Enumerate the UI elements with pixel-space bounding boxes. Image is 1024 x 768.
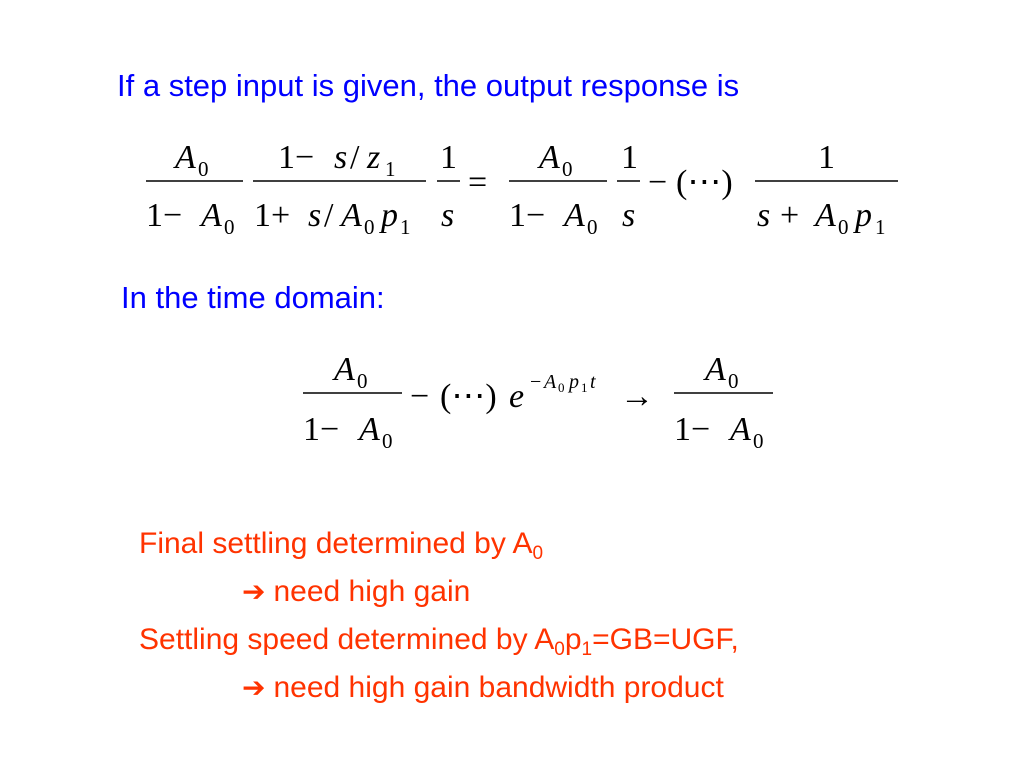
math-symbol: z (366, 139, 380, 176)
time-domain-equation: A 0 1− A 0 − (⋯) e − A 0 p 1 t → A 0 1− … (303, 351, 773, 453)
math-symbol: 1− (303, 411, 339, 448)
math-symbol: 1 (621, 139, 638, 176)
minus-sign: − (410, 378, 429, 415)
math-subscript: 0 (224, 215, 235, 239)
eq1-frac-gain: A 0 1− A 0 (146, 139, 243, 239)
math-symbol: / (324, 197, 334, 234)
note-subscript: 1 (581, 639, 593, 660)
intro-heading: If a step input is given, the output res… (117, 68, 740, 103)
ellipsis-term: (⋯) (676, 164, 733, 201)
math-symbol: + (780, 197, 799, 234)
math-symbol: 1− (509, 197, 545, 234)
note-text: need high gain (273, 575, 471, 608)
minus-sign: − (648, 164, 667, 201)
math-symbol: p (853, 197, 872, 234)
exponent-subscript: 0 (558, 380, 565, 395)
math-symbol: s (622, 197, 635, 234)
ellipsis-term: (⋯) (440, 378, 497, 415)
math-symbol: A (562, 197, 585, 234)
math-symbol: s (334, 139, 347, 176)
note-text: Final settling determined by A (139, 527, 533, 560)
math-symbol: A (813, 197, 836, 234)
math-symbol: 1− (674, 411, 710, 448)
math-symbol: A (728, 411, 751, 448)
note-text: =GB=UGF, (592, 623, 739, 656)
math-subscript: 0 (838, 215, 849, 239)
math-subscript: 0 (587, 215, 598, 239)
eq1-frac-step: 1 s (437, 139, 460, 234)
equals-sign: = (468, 164, 487, 201)
note-text: Settling speed determined by A (139, 623, 555, 656)
math-symbol: 1− (146, 197, 182, 234)
eq1-frac-pole: 1 s + A 0 p 1 (755, 139, 898, 239)
note-subscript: 0 (532, 543, 544, 564)
math-symbol: A (703, 351, 726, 388)
math-symbol: p (379, 197, 398, 234)
eq1-frac-zero-pole: 1− s / z 1 1+ s / A 0 p 1 (253, 139, 426, 239)
note-subscript: 0 (554, 639, 565, 660)
note-text: need high gain bandwidth product (273, 671, 724, 704)
math-symbol: A (199, 197, 222, 234)
math-subscript: 0 (562, 157, 573, 181)
math-subscript: 0 (364, 215, 375, 239)
math-symbol: 1+ (254, 197, 290, 234)
math-symbol: s (757, 197, 770, 234)
math-subscript: 1 (385, 157, 396, 181)
math-symbol: A (332, 351, 355, 388)
right-arrow-icon: ➔ (242, 575, 266, 608)
exponent-symbol: A (542, 371, 557, 393)
math-subscript: 1 (400, 215, 411, 239)
time-domain-heading: In the time domain: (121, 280, 385, 315)
eq1-frac-step-2: 1 s (617, 139, 640, 234)
exponent-symbol: − (530, 371, 541, 393)
math-symbol: A (357, 411, 380, 448)
math-symbol: 1− (278, 139, 314, 176)
eq1-frac-gain-2: A 0 1− A 0 (509, 139, 607, 239)
math-subscript: 1 (875, 215, 886, 239)
exponent-subscript: 1 (581, 380, 588, 395)
math-symbol: A (173, 139, 196, 176)
note-settling-speed: Settling speed determined by A0p1=GB=UGF… (139, 616, 739, 664)
math-symbol: A (339, 197, 362, 234)
note-need-high-gain: ➔need high gain (139, 568, 739, 616)
math-subscript: 0 (728, 369, 739, 393)
math-symbol: s (308, 197, 321, 234)
exponent-symbol: p (567, 371, 579, 393)
math-subscript: 0 (753, 429, 764, 453)
math-symbol: e (509, 378, 524, 415)
exponent-symbol: t (590, 371, 596, 393)
math-symbol: s (441, 197, 454, 234)
right-arrow-icon: ➔ (242, 671, 266, 704)
math-subscript: 0 (357, 369, 368, 393)
arrow-symbol: → (620, 378, 654, 415)
note-final-settling: Final settling determined by A0 (139, 520, 739, 568)
math-subscript: 0 (198, 157, 209, 181)
math-symbol: 1 (818, 139, 835, 176)
math-symbol: 1 (440, 139, 457, 176)
math-symbol: A (537, 139, 560, 176)
settling-notes: Final settling determined by A0 ➔need hi… (139, 520, 739, 712)
note-text: p (564, 623, 582, 656)
note-need-gbw: ➔need high gain bandwidth product (139, 664, 739, 712)
math-symbol: / (350, 139, 360, 176)
math-subscript: 0 (382, 429, 393, 453)
